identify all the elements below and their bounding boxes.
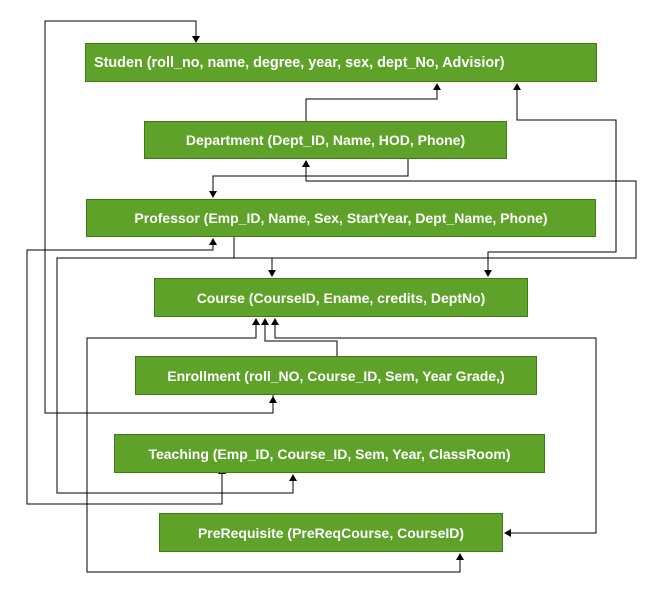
- entity-enrollment: Enrollment (roll_NO, Course_ID, Sem, Yea…: [135, 356, 537, 395]
- edge-department-student: [305, 88, 438, 121]
- edge-enrollment-course: [264, 324, 338, 356]
- entity-student-label: Studen (roll_no, name, degree, year, sex…: [94, 54, 505, 71]
- entity-teaching-label: Teaching (Emp_ID, Course_ID, Sem, Year, …: [148, 445, 511, 462]
- edge-student-course: [487, 88, 617, 271]
- entity-prerequisite-label: PreRequisite (PreReqCourse, CourseID): [197, 524, 465, 541]
- entity-enrollment-label: Enrollment (roll_NO, Course_ID, Sem, Yea…: [167, 367, 505, 384]
- arrowhead: [433, 83, 441, 90]
- arrowhead: [504, 529, 511, 537]
- entity-course: Course (CourseID, Ename, credits, DeptNo…: [154, 278, 528, 317]
- edge-prerequisite-course: [86, 324, 461, 573]
- arrowhead: [484, 270, 492, 277]
- edge-professor-department: [233, 166, 637, 259]
- entity-student: Studen (roll_no, name, degree, year, sex…: [85, 43, 597, 82]
- arrowhead: [302, 160, 310, 167]
- edge-department-professor: [212, 159, 409, 192]
- edge-teaching-professor: [26, 244, 223, 505]
- entity-prerequisite: PreRequisite (PreReqCourse, CourseID): [159, 513, 503, 552]
- entity-professor: Professor (Emp_ID, Name, Sex, StartYear,…: [86, 199, 596, 237]
- entity-course-label: Course (CourseID, Ename, credits, DeptNo…: [196, 289, 486, 306]
- arrowhead: [268, 270, 276, 277]
- edge-professor-teaching: [56, 257, 294, 494]
- entity-department: Department (Dept_ID, Name, HOD, Phone): [144, 121, 507, 159]
- arrowhead: [456, 553, 464, 560]
- edge-course-prerequisite: [274, 324, 597, 534]
- arrowhead: [192, 36, 200, 43]
- entity-professor-label: Professor (Emp_ID, Name, Sex, StartYear,…: [134, 210, 548, 226]
- arrowhead: [209, 191, 217, 198]
- arrowhead: [252, 318, 260, 325]
- entity-teaching: Teaching (Emp_ID, Course_ID, Sem, Year, …: [114, 434, 545, 473]
- arrowhead: [289, 474, 297, 481]
- arrowhead: [271, 318, 279, 325]
- edge-enrollment-student: [44, 20, 274, 414]
- arrowhead: [209, 238, 217, 245]
- arrowhead: [513, 83, 521, 90]
- arrowhead: [261, 318, 269, 325]
- entity-department-label: Department (Dept_ID, Name, HOD, Phone): [185, 132, 466, 148]
- arrowhead: [269, 396, 277, 403]
